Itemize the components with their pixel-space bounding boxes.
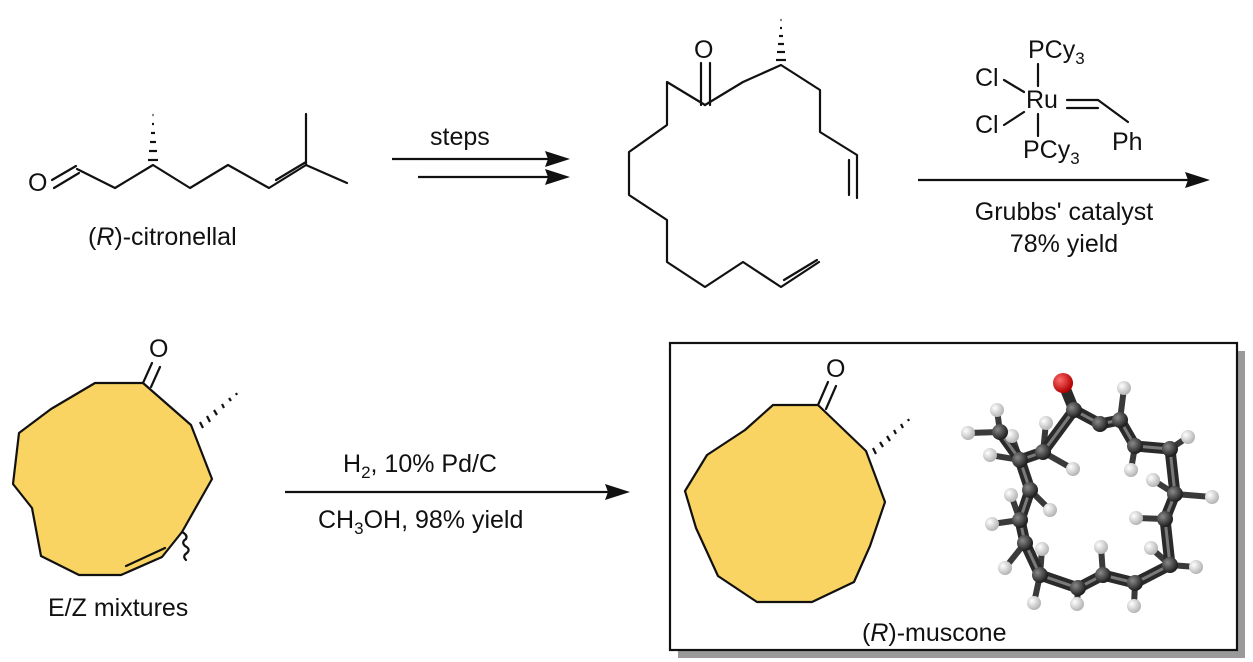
diene-carbonyl-double-bond [699,61,712,107]
diene-intermediate-structure: O [627,18,859,289]
citronellal-hashed-methyl [148,113,158,162]
grubbs-ruthenium-label: Ru [1026,86,1058,114]
muscone-3d-oxygen-atom [1053,373,1073,393]
citronellal-label: (R)-citronellal [88,223,237,251]
muscone-carbonyl-double-bond [816,380,838,411]
ez-alkene-inner-bond [124,546,167,568]
citronellal-carbonyl-double-bond [50,164,81,190]
diene-left-chain [627,80,821,289]
muscone-hashed-methyl [872,418,910,455]
grubbs-arrow[interactable] [918,172,1210,188]
ez-macrocycle-structure: O [11,335,238,577]
hydrogenation-arrow[interactable] [285,484,630,500]
citronellal-alkene-double-bond [274,160,308,182]
hydrogenation-solvent-label: CH3OH, 98% yield [318,506,523,538]
citronellal-oxygen-label: O [28,169,47,197]
ez-wavy-bond [180,530,190,562]
muscone-3d-carbon-atoms [992,402,1183,596]
ez-mixtures-label: E/Z mixtures [48,594,188,622]
ez-macrocycle-ring [11,381,214,577]
grubbs-phenyl-label: Ph [1112,128,1143,156]
diene-left-alkene-double-bond [782,258,819,282]
steps-arrow[interactable] [392,151,570,185]
citronellal-structure: O [28,112,349,197]
hydrogenation-reagent-label: H2, 10% Pd/C [343,450,497,482]
ez-carbonyl-double-bond [141,361,162,389]
citronellal-carbon-chain [75,163,349,190]
muscone-oxygen-label: O [826,355,845,383]
diene-right-chain [703,63,859,200]
ez-oxygen-label: O [149,335,168,363]
muscone-2d-structure: O [683,355,910,604]
grubbs-top-phosphine: PCy3 [1028,36,1085,68]
grubbs-chloride-upper: Cl [975,64,999,92]
muscone-3d-model [961,373,1219,613]
diene-oxygen-label: O [694,36,713,64]
diene-hashed-methyl [776,18,786,62]
steps-label: steps [430,123,490,151]
muscone-3d-hydrogen-atoms [961,381,1219,613]
muscone-ring [683,403,887,604]
grubbs-catalyst-label: Grubbs' catalyst [975,198,1154,226]
grubbs-catalyst-structure: PCy3 Cl Ru Cl Ph PCy3 [975,36,1143,168]
grubbs-yield-label: 78% yield [1010,230,1118,258]
grubbs-carbene-double-bond [1065,98,1100,110]
muscone-label: (R)-muscone [862,619,1006,647]
grubbs-bottom-phosphine: PCy3 [1023,136,1080,168]
ez-hashed-methyl [199,392,238,429]
grubbs-chloride-lower: Cl [975,111,999,139]
